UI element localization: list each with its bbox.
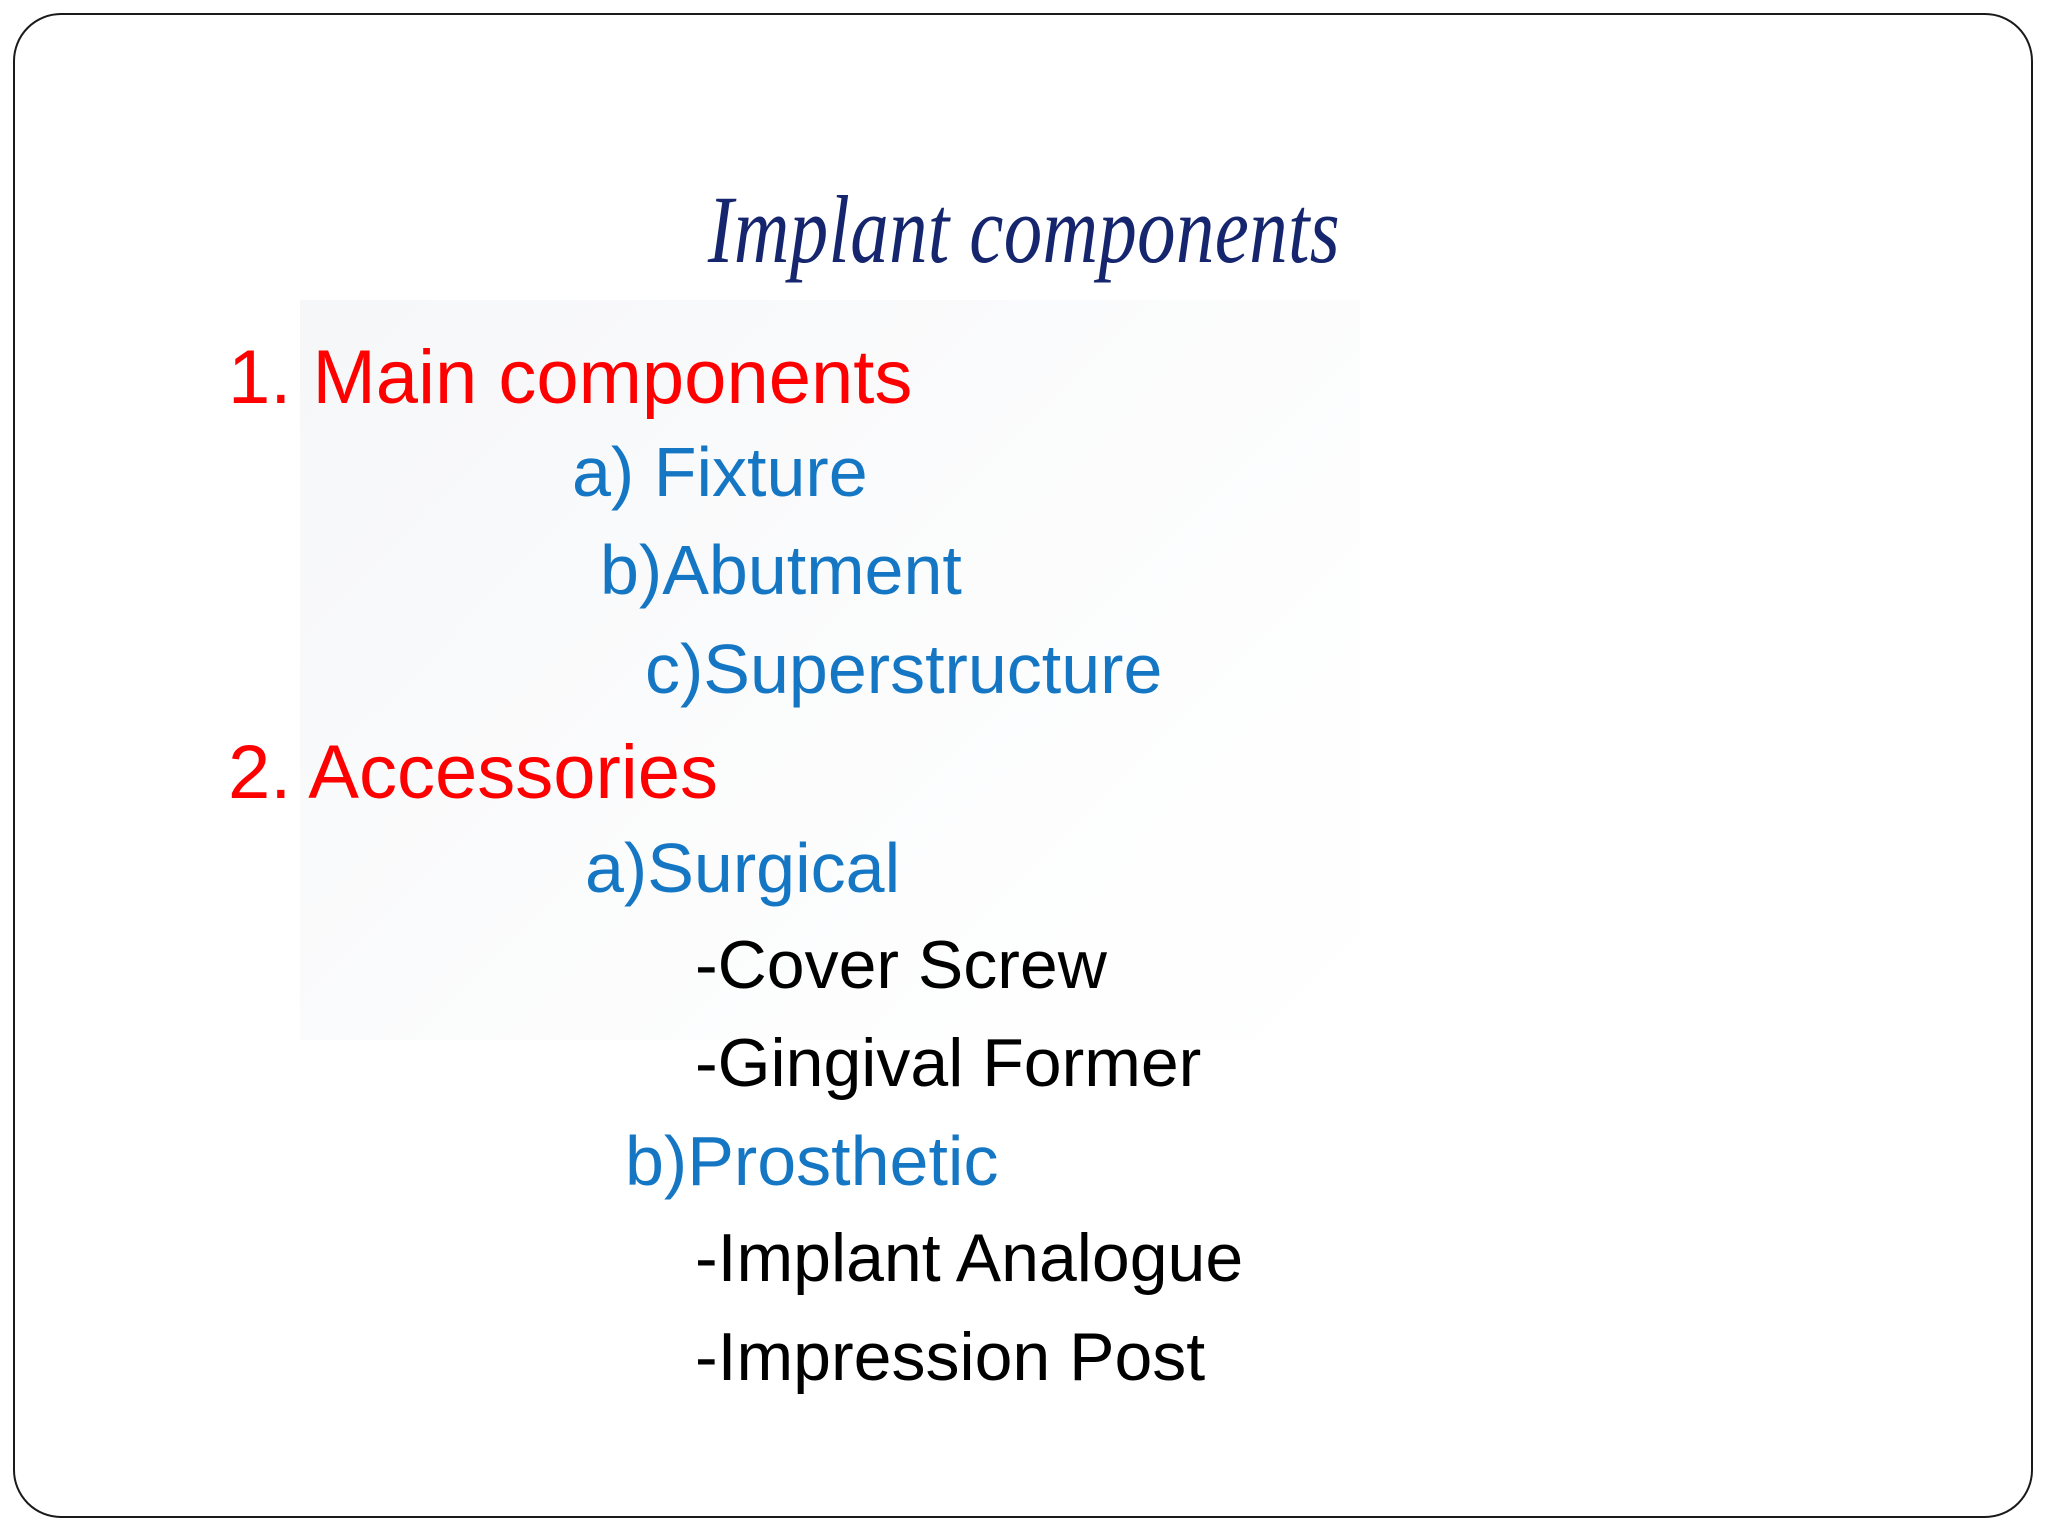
outline-item-accessories: 2. Accessories (228, 730, 718, 815)
outline-item-superstructure: c)Superstructure (645, 630, 1163, 708)
outline-item-cover-screw: -Cover Screw (695, 927, 1107, 1003)
page-title: Implant components (707, 176, 1341, 283)
outline-item-main-components: 1. Main components (228, 335, 913, 420)
outline-item-gingival-former: -Gingival Former (695, 1025, 1202, 1101)
outline-item-implant-analogue: -Implant Analogue (695, 1220, 1244, 1296)
outline-item-surgical: a)Surgical (585, 829, 901, 907)
outline-item-fixture: a) Fixture (572, 433, 868, 511)
outline-item-abutment: b)Abutment (600, 531, 962, 609)
outline-item-prosthetic: b)Prosthetic (625, 1122, 999, 1200)
outline-item-impression-post: -Impression Post (695, 1319, 1206, 1395)
